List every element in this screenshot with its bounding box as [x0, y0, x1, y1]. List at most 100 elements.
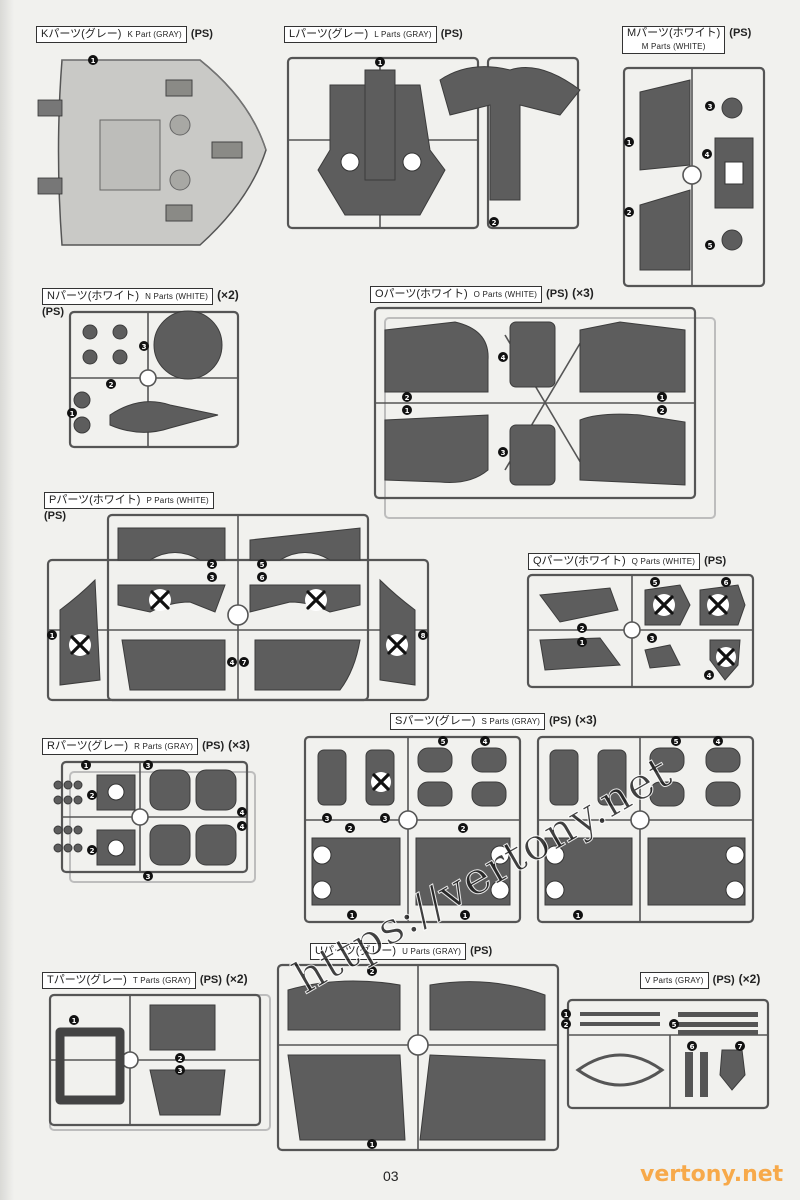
svg-text:5: 5	[441, 738, 446, 746]
svg-text:8: 8	[421, 632, 426, 640]
section-l-ps: (PS)	[440, 28, 463, 40]
svg-text:5: 5	[260, 561, 265, 569]
section-t-mult: (×2)	[225, 972, 248, 986]
svg-text:1: 1	[50, 632, 55, 640]
section-p-en: P Parts (WHITE)	[146, 496, 209, 505]
svg-text:3: 3	[146, 873, 151, 881]
svg-text:4: 4	[483, 738, 488, 746]
section-q-jp: Qパーツ(ホワイト)	[533, 555, 626, 567]
section-t-label: Tパーツ(グレー)T Parts (GRAY) (PS) (×2)	[42, 972, 248, 989]
section-o-en: O Parts (WHITE)	[473, 290, 538, 299]
section-r-label: Rパーツ(グレー)R Parts (GRAY) (PS) (×3)	[42, 738, 250, 755]
svg-text:3: 3	[501, 449, 506, 457]
section-r-en: R Parts (GRAY)	[134, 742, 194, 751]
svg-text:5: 5	[674, 738, 679, 746]
svg-text:3: 3	[146, 762, 151, 770]
section-k-label: Kパーツ(グレー) K Part (GRAY) (PS)	[36, 26, 213, 43]
section-n-label: Nパーツ(ホワイト)N Parts (WHITE) (×2)	[42, 288, 239, 305]
section-m-label: Mパーツ(ホワイト)M Parts (WHITE) (PS)	[622, 26, 751, 54]
section-u-title: Uパーツ(グレー)U Parts (GRAY)	[310, 943, 467, 960]
section-r-title: Rパーツ(グレー) R Parts (GRAY)	[42, 738, 199, 755]
svg-text:7: 7	[738, 1043, 743, 1051]
svg-text:5: 5	[653, 579, 658, 587]
section-r-ps: (PS)	[202, 740, 225, 752]
svg-text:2: 2	[580, 625, 585, 633]
p-runner	[46, 513, 430, 702]
section-t-jp: Tパーツ(グレー)	[47, 974, 127, 986]
m-runner	[622, 66, 766, 288]
svg-text:3: 3	[383, 815, 388, 823]
section-p-title: Pパーツ(ホワイト)P Parts (WHITE)	[44, 492, 214, 509]
section-s-label: Sパーツ(グレー)S Parts (GRAY) (PS) (×3)	[390, 713, 597, 730]
section-s-ps: (PS)	[549, 715, 572, 727]
svg-text:5: 5	[708, 242, 713, 250]
svg-text:1: 1	[70, 410, 75, 418]
svg-text:1: 1	[350, 912, 355, 920]
k-part-hull	[37, 59, 267, 246]
section-p-ps: (PS)	[44, 510, 66, 522]
section-q-en: Q Parts (WHITE)	[631, 557, 696, 566]
u-runner	[276, 963, 560, 1152]
section-k-en: K Part (GRAY)	[127, 30, 182, 39]
section-v-mult: (×2)	[738, 972, 761, 986]
svg-text:3: 3	[650, 635, 655, 643]
section-n-ps: (PS)	[42, 306, 64, 318]
svg-text:1: 1	[564, 1011, 569, 1019]
section-r-jp: Rパーツ(グレー)	[47, 740, 129, 752]
t-runner	[48, 993, 271, 1131]
svg-text:6: 6	[690, 1043, 695, 1051]
section-v-label: V Parts (GRAY) (PS) (×2)	[640, 972, 760, 989]
svg-text:1: 1	[405, 407, 410, 415]
svg-text:4: 4	[501, 354, 506, 362]
svg-text:4: 4	[240, 809, 245, 817]
svg-text:2: 2	[370, 968, 375, 976]
section-s-mult: (×3)	[575, 713, 597, 727]
svg-text:1: 1	[72, 1017, 77, 1025]
section-v-en: V Parts (GRAY)	[645, 976, 704, 985]
section-v-title: V Parts (GRAY)	[640, 972, 709, 989]
svg-text:4: 4	[707, 672, 712, 680]
svg-text:2: 2	[109, 381, 114, 389]
svg-text:2: 2	[178, 1055, 183, 1063]
section-t-ps: (PS)	[199, 974, 222, 986]
svg-text:2: 2	[90, 847, 95, 855]
svg-text:2: 2	[461, 825, 466, 833]
watermark-corner: vertony.net	[640, 1162, 784, 1187]
r-runner	[53, 760, 256, 883]
svg-text:5: 5	[672, 1021, 677, 1029]
svg-text:1: 1	[463, 912, 468, 920]
svg-text:4: 4	[716, 738, 721, 746]
section-v-ps: (PS)	[712, 974, 735, 986]
svg-text:2: 2	[210, 561, 215, 569]
q-runner	[526, 573, 755, 689]
section-l-jp: Lパーツ(グレー)	[289, 28, 369, 40]
section-n-mult: (×2)	[217, 288, 239, 302]
section-k-jp: Kパーツ(グレー)	[41, 28, 122, 40]
binder-shadow	[0, 0, 14, 1200]
section-o-mult: (×3)	[572, 286, 594, 300]
svg-text:1: 1	[370, 1141, 375, 1149]
section-o-label: Oパーツ(ホワイト)O Parts (WHITE) (PS) (×3)	[370, 286, 594, 303]
section-m-title: Mパーツ(ホワイト) M Parts (WHITE)	[622, 26, 726, 54]
section-n-title: Nパーツ(ホワイト)N Parts (WHITE)	[42, 288, 214, 305]
section-u-jp: Uパーツ(グレー)	[315, 945, 397, 957]
svg-text:6: 6	[724, 579, 729, 587]
unused-part-marks	[69, 589, 736, 792]
svg-text:1: 1	[84, 762, 89, 770]
svg-text:2: 2	[90, 792, 95, 800]
svg-text:4: 4	[705, 151, 710, 159]
section-n-en: N Parts (WHITE)	[145, 292, 209, 301]
section-k-ps: (PS)	[190, 28, 213, 40]
n-runner	[68, 310, 240, 449]
section-m-jp: Mパーツ(ホワイト)	[627, 27, 721, 39]
section-p-label: Pパーツ(ホワイト)P Parts (WHITE)	[44, 492, 214, 509]
section-s-title: Sパーツ(グレー)S Parts (GRAY)	[390, 713, 546, 730]
svg-text:3: 3	[708, 103, 713, 111]
svg-text:2: 2	[348, 825, 353, 833]
section-q-label: Qパーツ(ホワイト)Q Parts (WHITE) (PS)	[528, 553, 726, 570]
section-m-en: M Parts (WHITE)	[641, 42, 706, 51]
svg-text:1: 1	[627, 139, 632, 147]
svg-text:2: 2	[405, 394, 410, 402]
